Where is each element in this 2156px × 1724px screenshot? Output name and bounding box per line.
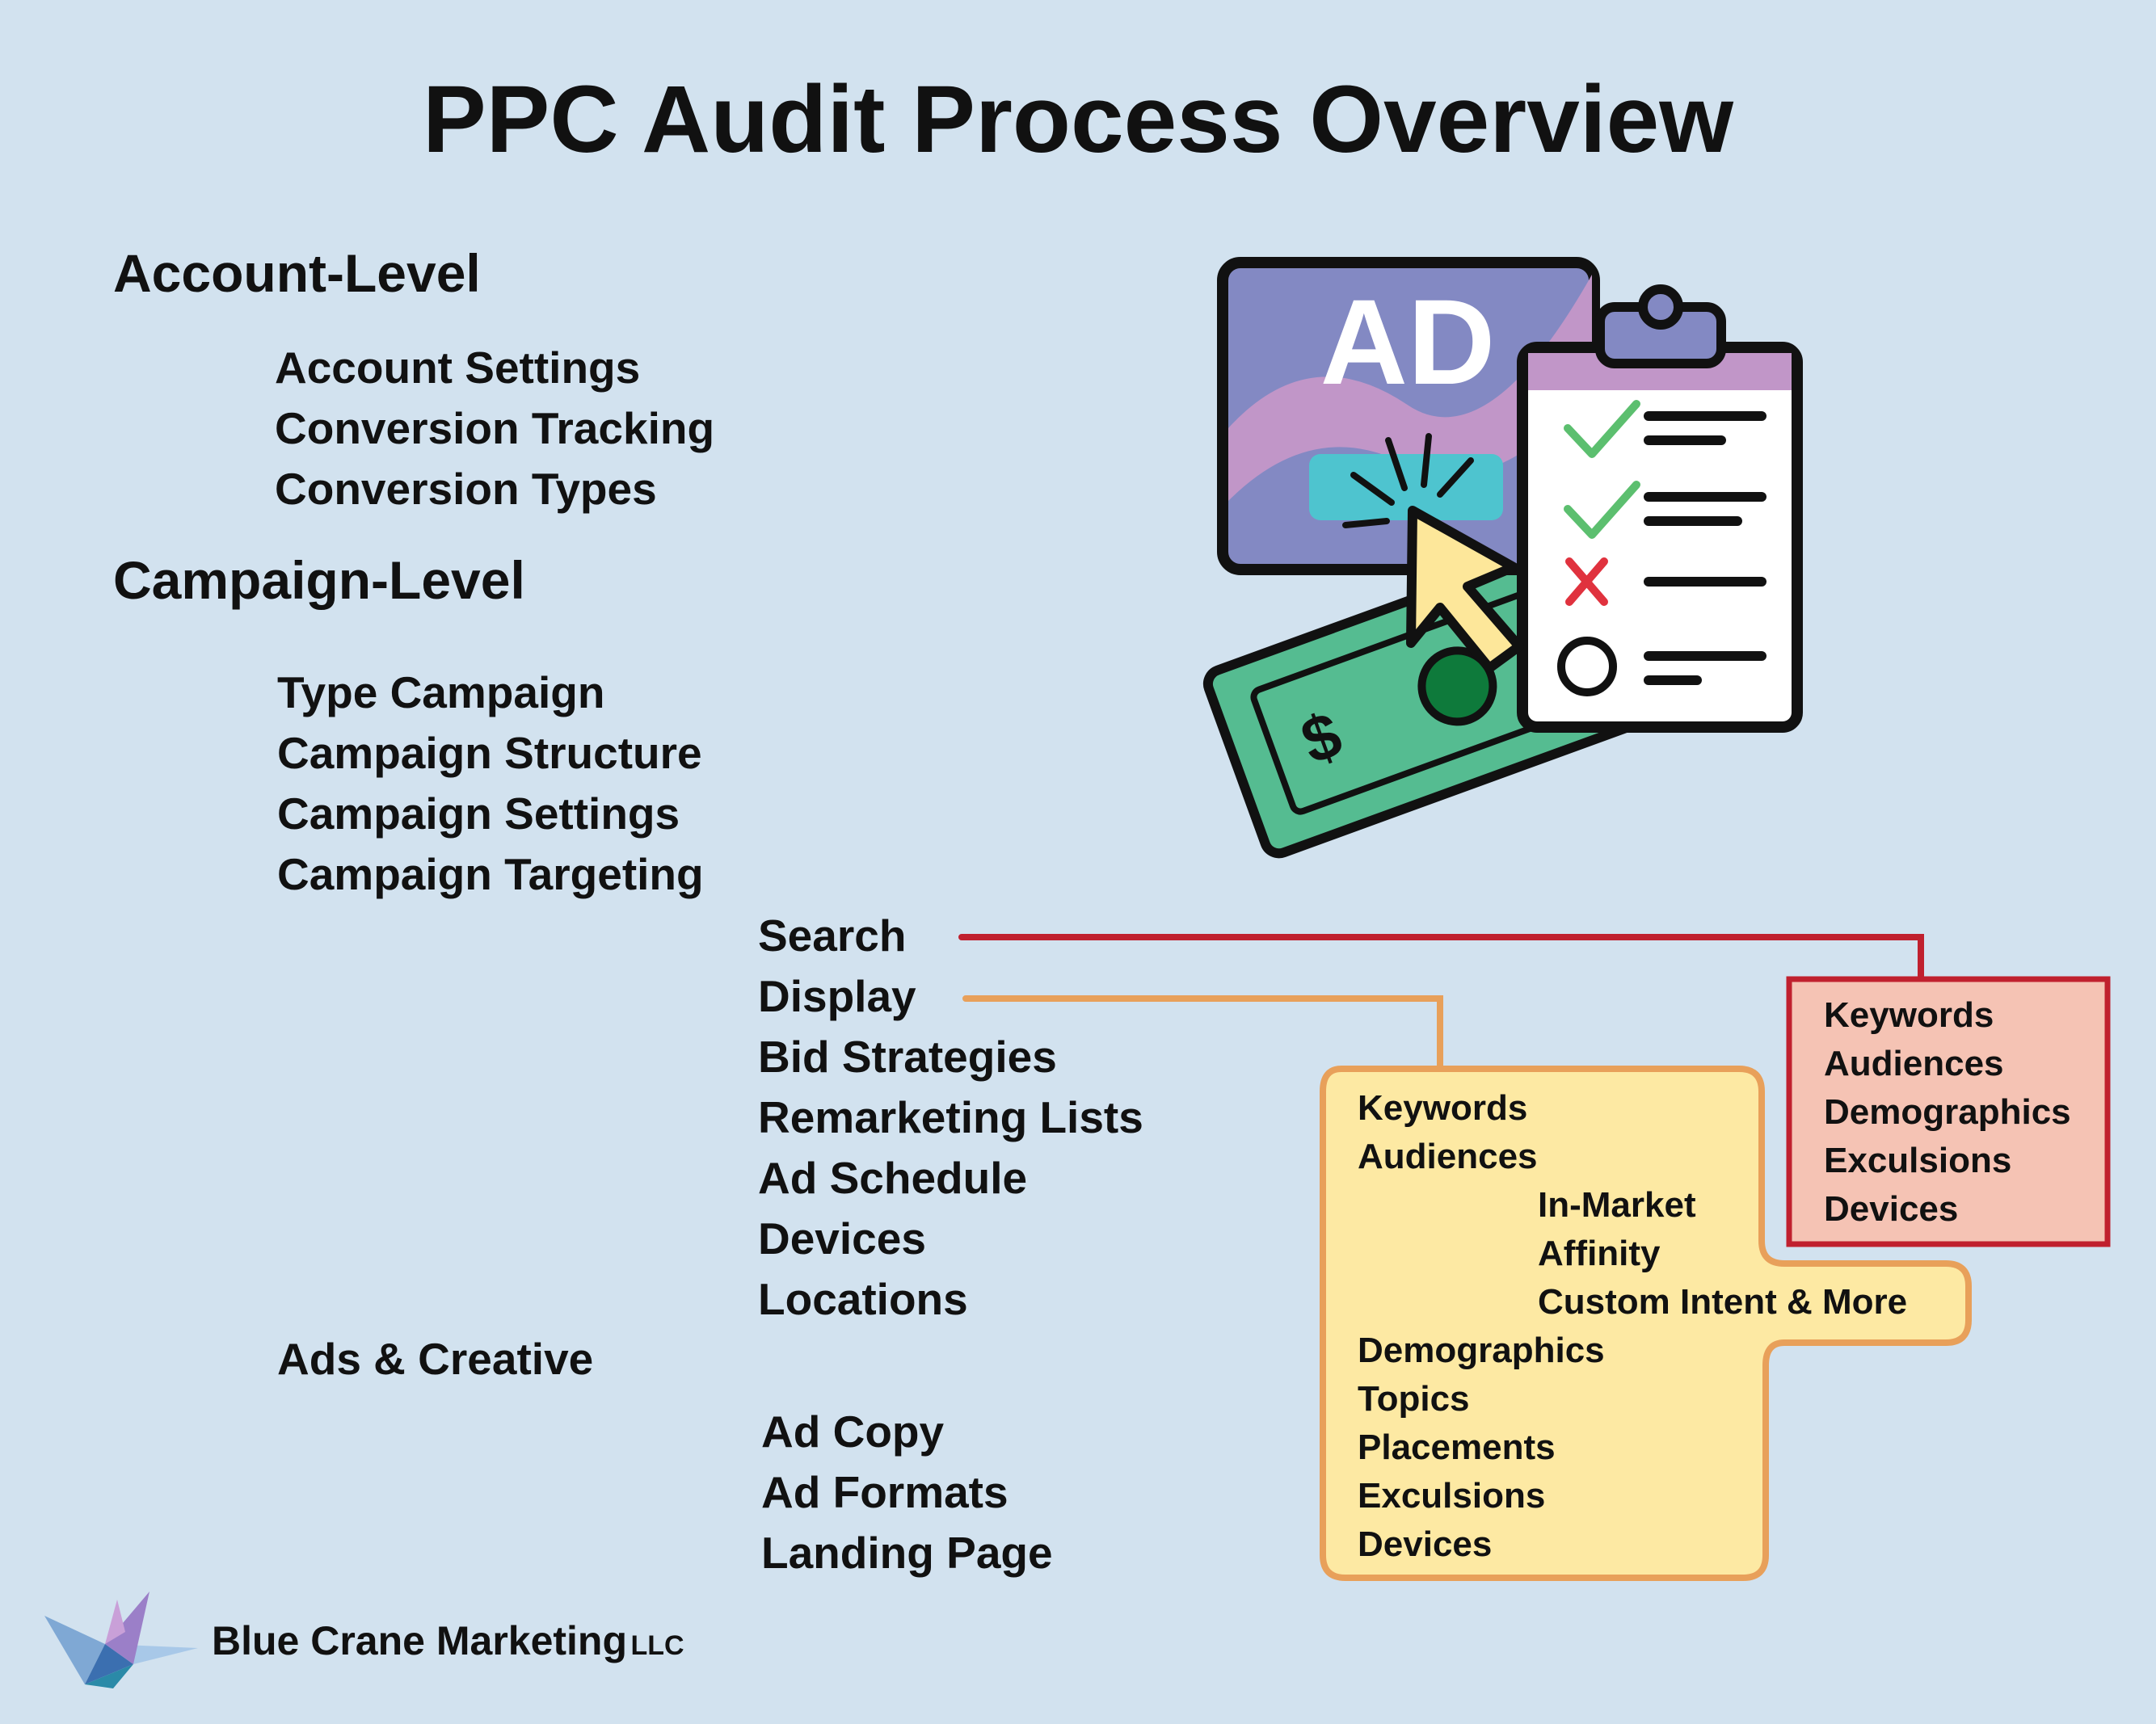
list-item: Ad Formats bbox=[761, 1467, 1009, 1517]
list-item: Bid Strategies bbox=[758, 1032, 1057, 1082]
company-suffix: LLC bbox=[630, 1630, 684, 1661]
footer-brand: Blue Crane Marketing LLC bbox=[212, 1617, 684, 1664]
ppc-illustration: $ $ AD bbox=[1202, 257, 1803, 859]
list-item: Demographics bbox=[1824, 1092, 2071, 1132]
campaign-level-list: Type Campaign Campaign Structure Campaig… bbox=[277, 662, 704, 905]
list-item: Campaign Structure bbox=[277, 728, 702, 778]
list-item: Audiences bbox=[1824, 1044, 2004, 1083]
list-item: Affinity bbox=[1538, 1234, 1661, 1273]
list-item: Custom Intent & More bbox=[1538, 1282, 1908, 1322]
list-item: Devices bbox=[758, 1213, 926, 1264]
list-item: Remarketing Lists bbox=[758, 1092, 1143, 1142]
list-item: Exculsions bbox=[1358, 1476, 1546, 1516]
crane-logo-icon bbox=[44, 1592, 198, 1688]
targeting-item-search: Search bbox=[758, 910, 907, 961]
clipboard-icon bbox=[1517, 284, 1803, 733]
search-box-list: Keywords Audiences Demographics Exculsio… bbox=[1824, 991, 2071, 1234]
list-item: Campaign Settings bbox=[277, 788, 680, 839]
account-level-heading: Account-Level bbox=[113, 243, 481, 303]
search-connector-line bbox=[958, 934, 1924, 981]
campaign-level-heading: Campaign-Level bbox=[113, 550, 525, 610]
ad-screen-icon: AD bbox=[1217, 257, 1600, 575]
list-item: Topics bbox=[1358, 1379, 1470, 1419]
list-item: Placements bbox=[1358, 1428, 1556, 1467]
list-item: Campaign Targeting bbox=[277, 849, 704, 899]
display-box-list-bottom: Demographics Topics Placements Exculsion… bbox=[1358, 1327, 1605, 1569]
empty-circle-icon bbox=[1557, 637, 1617, 696]
ads-creative-list: Ad Copy Ad Formats Landing Page bbox=[761, 1402, 1053, 1583]
search-box bbox=[1786, 976, 2111, 1247]
list-item: Devices bbox=[1824, 1189, 1959, 1229]
list-item: Account Settings bbox=[275, 343, 641, 393]
account-level-list: Account Settings Conversion Tracking Con… bbox=[275, 338, 714, 519]
display-box bbox=[1320, 1066, 1972, 1581]
targeting-item-display: Display bbox=[758, 971, 916, 1021]
list-item: Keywords bbox=[1824, 995, 1994, 1035]
check-icon bbox=[1564, 400, 1640, 458]
list-item: Devices bbox=[1358, 1524, 1493, 1564]
list-item: Ad Schedule bbox=[758, 1153, 1028, 1203]
display-connector-line bbox=[962, 995, 1443, 1071]
list-item: Ad Copy bbox=[761, 1407, 945, 1457]
list-item: In-Market bbox=[1538, 1185, 1696, 1225]
list-item: Audiences bbox=[1358, 1137, 1538, 1176]
targeting-list: Search Display Bid Strategies Remarketin… bbox=[758, 906, 1143, 1330]
list-item: Exculsions bbox=[1824, 1141, 2012, 1180]
cursor-icon bbox=[1406, 506, 1524, 673]
display-audience-sub-list: In-Market Affinity Custom Intent & More bbox=[1538, 1181, 1907, 1327]
company-name: Blue Crane Marketing bbox=[212, 1618, 628, 1663]
list-item: Conversion Types bbox=[275, 464, 657, 514]
display-box-list-top: Keywords Audiences bbox=[1358, 1084, 1538, 1181]
list-item: Locations bbox=[758, 1274, 968, 1324]
cross-icon bbox=[1565, 557, 1608, 606]
ad-label: AD bbox=[1320, 274, 1496, 410]
click-burst-icon bbox=[1342, 433, 1474, 528]
list-item: Demographics bbox=[1358, 1331, 1605, 1370]
list-item: Keywords bbox=[1358, 1088, 1528, 1128]
page-title: PPC Audit Process Overview bbox=[422, 66, 1734, 173]
list-item: Conversion Tracking bbox=[275, 403, 715, 453]
list-item: Landing Page bbox=[761, 1528, 1053, 1578]
check-icon bbox=[1564, 481, 1640, 539]
ads-creative-heading: Ads & Creative bbox=[277, 1334, 594, 1384]
list-item: Type Campaign bbox=[277, 667, 605, 717]
